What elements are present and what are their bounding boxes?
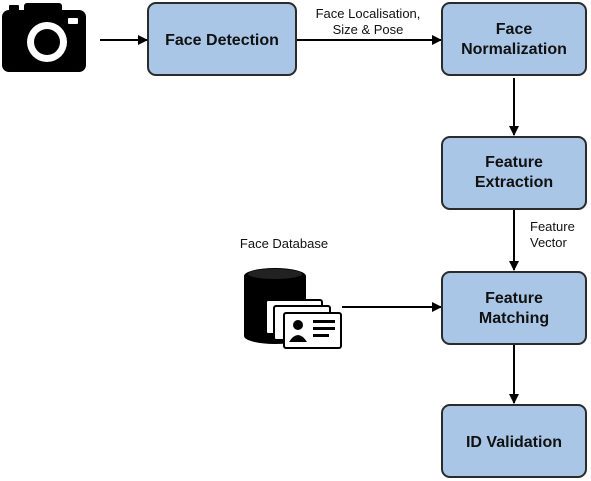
edge-label-feature-vector-line-2: Vector (530, 235, 568, 250)
box-feature-matching: Feature Matching (441, 271, 587, 345)
edge-label-localisation-line-1: Face Localisation, (316, 6, 421, 21)
database-label: Face Database (240, 236, 328, 251)
box-face-detection: Face Detection (147, 2, 297, 76)
id-card-icon (265, 299, 342, 349)
box-label-feature-matching-line-1: Feature (485, 290, 543, 307)
box-label-feature-extraction-line-1: Feature (485, 154, 543, 171)
box-face-normalization: Face Normalization (441, 2, 587, 76)
edge-label-feature-vector-line-1: Feature (530, 219, 575, 234)
box-label-id-validation: ID Validation (466, 434, 562, 451)
edge-label-localisation-line-2: Size & Pose (333, 22, 404, 37)
box-id-validation: ID Validation (441, 404, 587, 478)
flow-arrows (100, 35, 519, 404)
box-label-face-normalization-line-1: Face (496, 21, 533, 38)
box-label-face-detection: Face Detection (165, 32, 279, 49)
box-label-feature-extraction-line-2: Extraction (475, 174, 553, 191)
camera-icon (2, 3, 86, 72)
box-label-face-normalization-line-2: Normalization (461, 41, 567, 58)
box-feature-extraction: Feature Extraction (441, 136, 587, 210)
box-label-feature-matching-line-2: Matching (479, 310, 549, 327)
